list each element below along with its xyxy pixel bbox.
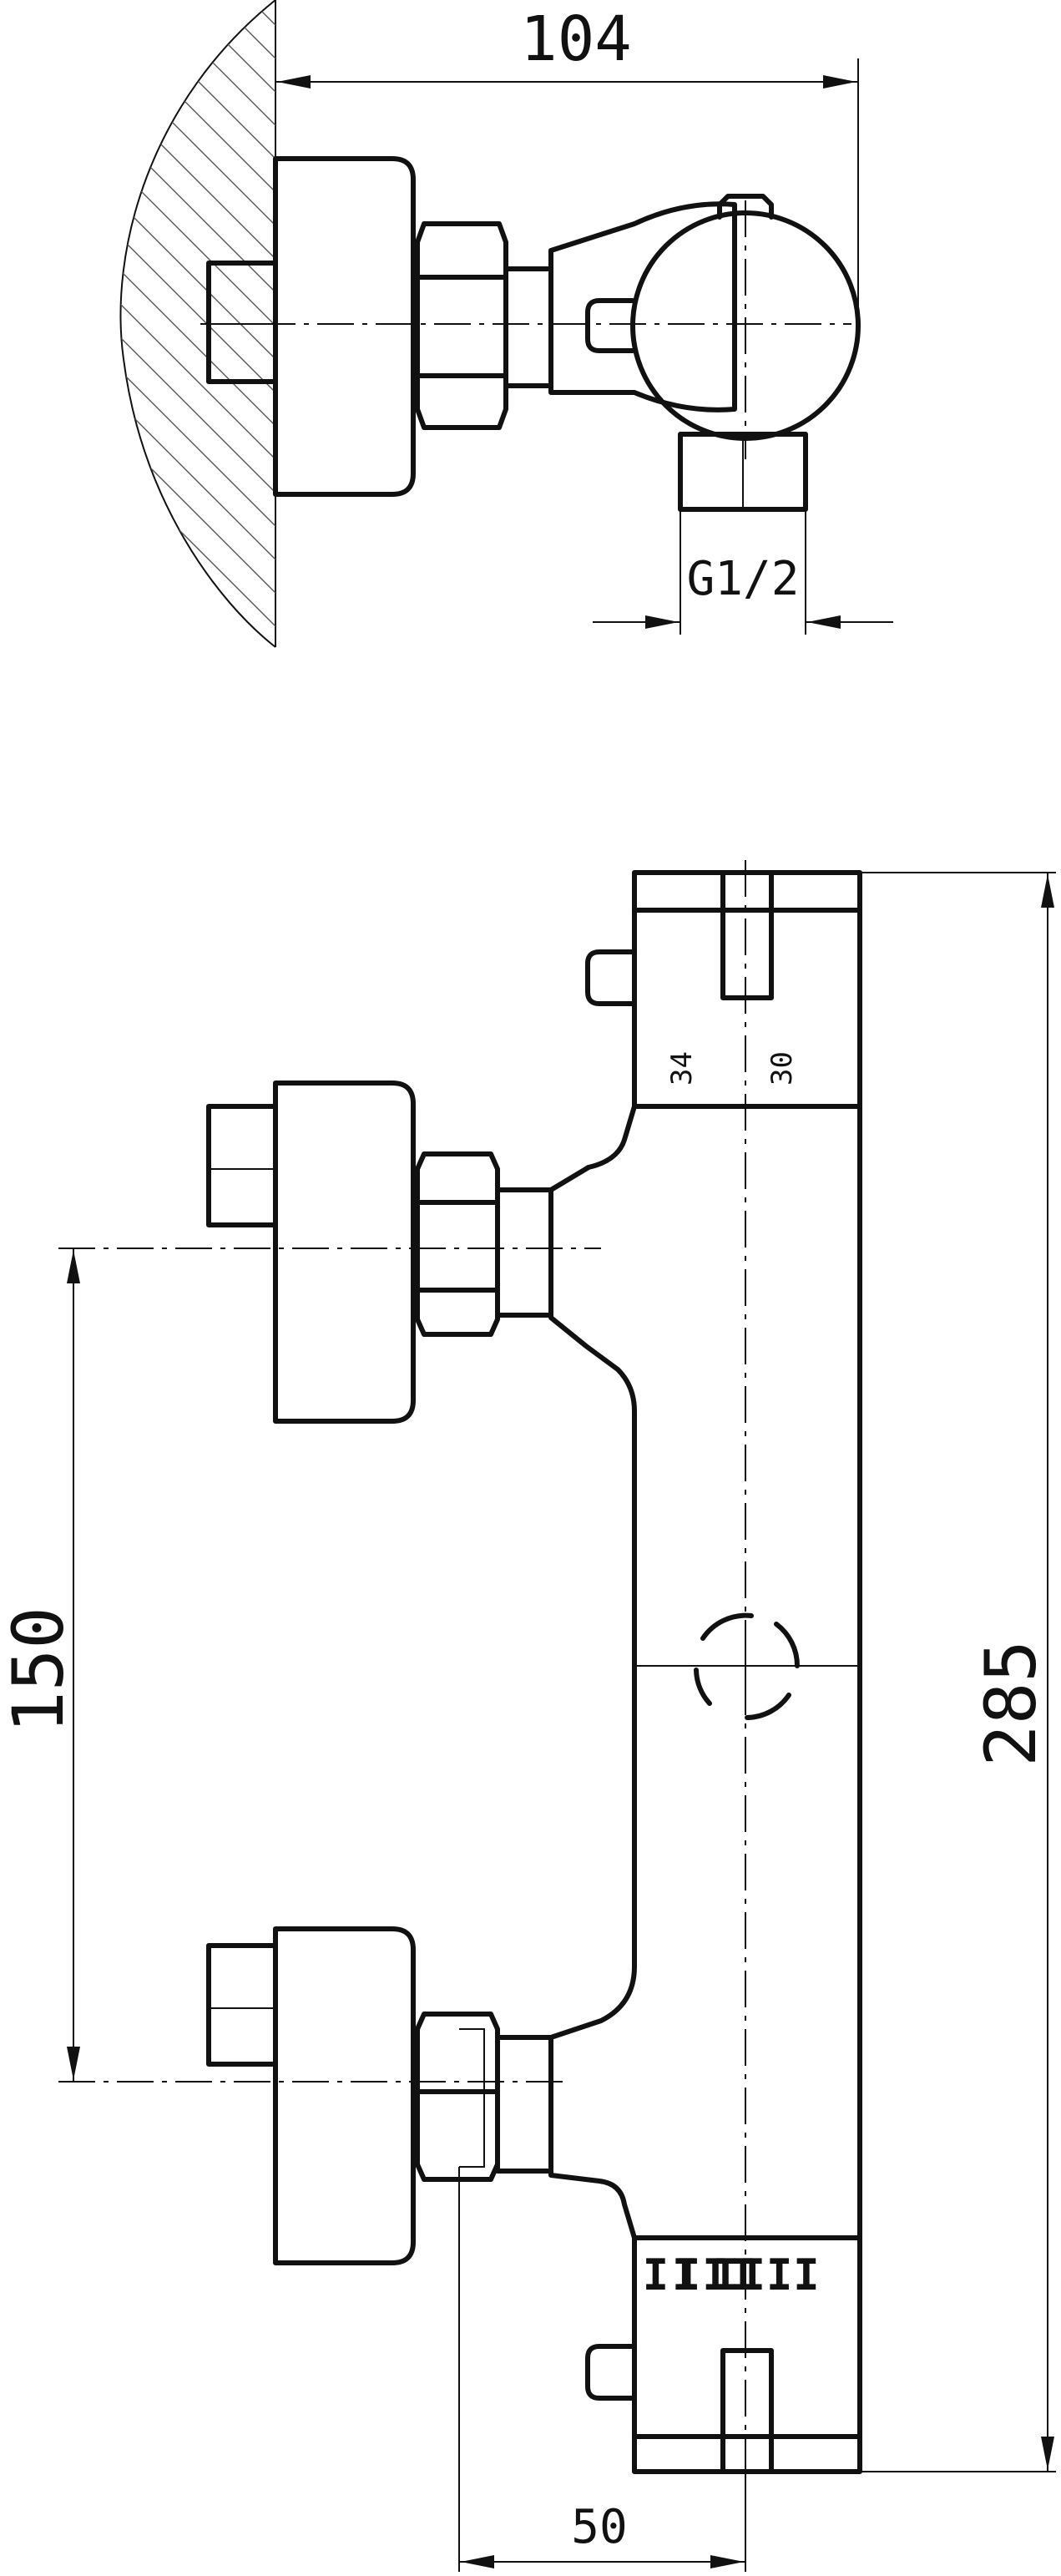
- top-view: 104 G1/2: [119, 0, 893, 648]
- top-mixer-body: [585, 194, 861, 512]
- front-view: 34 30 II III IIII: [0, 860, 1056, 2572]
- dimension-body-length: 285: [860, 872, 1056, 2472]
- dimension-thread: G1/2: [593, 509, 893, 635]
- wall-hatching: [120, 0, 275, 647]
- bottom-handle: II III IIII: [585, 2250, 862, 2474]
- handle-scale-left: 34: [665, 1051, 699, 1086]
- temperature-mark-3: IIII: [712, 2250, 820, 2300]
- upper-inlet-connector: [206, 1081, 553, 1424]
- dimension-body-length-label: 285: [970, 1640, 1052, 1767]
- wall-section: [119, 0, 276, 648]
- dimension-depth-label: 104: [520, 3, 632, 75]
- temperature-mark-2: III: [674, 2250, 758, 2300]
- mixer-body: [548, 870, 862, 2474]
- dimension-axis-offset: 50: [458, 2167, 746, 2572]
- top-handle: 34 30: [585, 870, 862, 1086]
- dimension-depth: 104: [275, 3, 859, 326]
- dimension-thread-label: G1/2: [687, 552, 800, 606]
- handle-scale-right: 30: [765, 1051, 799, 1086]
- dimension-inlet-spacing: 150: [0, 1248, 80, 2082]
- lower-inlet-connector: [206, 1926, 553, 2265]
- dimension-inlet-spacing-label: 150: [0, 1607, 79, 1733]
- outlet-marker: [693, 1612, 801, 1720]
- top-eccentric-connector: [206, 156, 737, 497]
- temperature-mark-1: II: [643, 2250, 702, 2300]
- dimension-axis-offset-label: 50: [571, 2500, 627, 2554]
